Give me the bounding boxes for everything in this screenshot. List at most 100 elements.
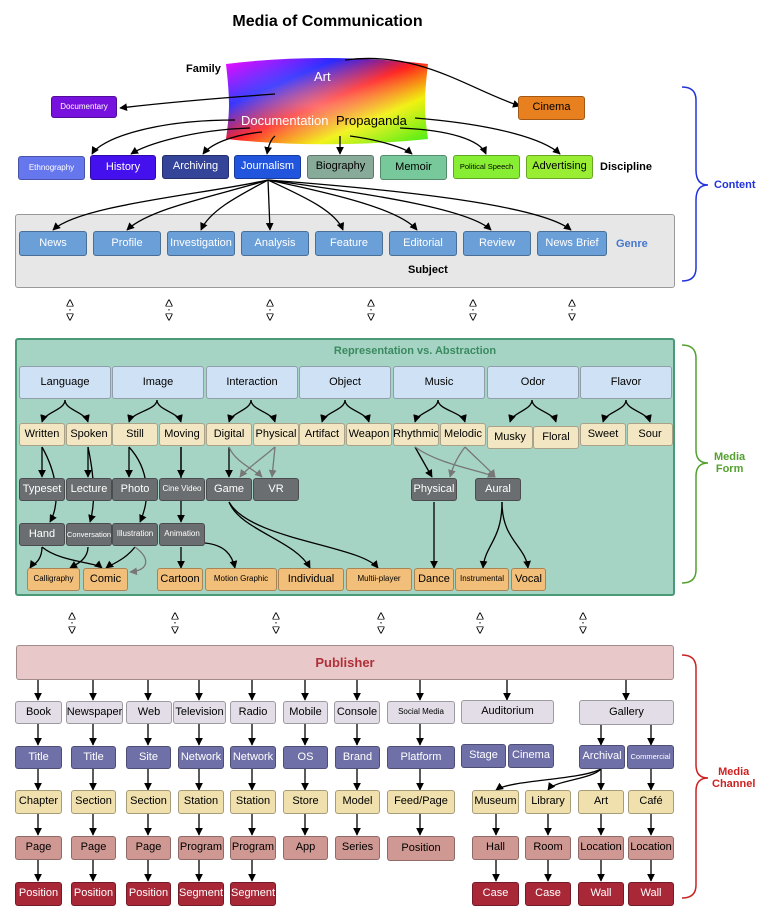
node-editorial: Editorial — [389, 231, 457, 256]
content-brace — [681, 86, 709, 282]
node-interaction: Interaction — [206, 366, 298, 399]
node-station-tv: Station — [178, 790, 224, 814]
node-still: Still — [112, 423, 158, 446]
node-biography: Biography — [307, 155, 374, 179]
node-sweet: Sweet — [580, 423, 626, 446]
family-label: Family — [186, 63, 221, 75]
node-position-social: Position — [387, 836, 455, 861]
node-television: Television — [173, 701, 226, 724]
family-art: Art — [314, 69, 331, 84]
node-lecture: Lecture — [66, 478, 112, 501]
node-news-brief: News Brief — [537, 231, 607, 256]
node-auditorium: Auditorium — [461, 700, 554, 724]
node-title-book: Title — [15, 746, 62, 769]
media-channel-label: Media Channel — [712, 766, 756, 790]
node-position-book: Position — [15, 882, 62, 906]
node-gallery: Gallery — [579, 700, 674, 725]
node-melodic: Melodic — [440, 423, 486, 446]
node-conversation: Conversation — [66, 523, 112, 546]
node-page-book: Page — [15, 836, 62, 860]
discipline-label: Discipline — [600, 161, 652, 173]
node-segment-tv: Segment — [178, 882, 224, 906]
node-political-speech: Political Speech — [453, 155, 520, 179]
node-site: Site — [126, 746, 171, 769]
node-brand: Brand — [335, 746, 380, 769]
node-odor: Odor — [487, 366, 579, 399]
node-library: Library — [525, 790, 571, 814]
content-label: Content — [714, 179, 756, 191]
node-news: News — [19, 231, 87, 256]
node-typeset: Typeset — [19, 478, 65, 501]
node-photo: Photo — [112, 478, 158, 501]
node-chapter: Chapter — [15, 790, 62, 814]
node-comic: Comic — [83, 568, 128, 591]
node-cartoon: Cartoon — [157, 568, 203, 591]
node-aural: Aural — [475, 478, 521, 501]
node-program-radio: Program — [230, 836, 276, 860]
node-feature: Feature — [315, 231, 383, 256]
node-journalism: Journalism — [234, 155, 301, 179]
family-propaganda: Propaganda — [336, 113, 407, 128]
node-weapon: Weapon — [346, 423, 392, 446]
node-memoir: Memoir — [380, 155, 447, 180]
node-os: OS — [283, 746, 328, 769]
node-multiplayer: Multii-player — [346, 568, 412, 591]
node-position-web: Position — [126, 882, 171, 906]
node-feed-page: Feed/Page — [387, 790, 455, 814]
node-store: Store — [283, 790, 328, 814]
node-archival: Archival — [579, 745, 625, 769]
node-illustration: Illustration — [112, 523, 158, 546]
family-documentation: Documentation — [241, 113, 329, 128]
channel-brace — [681, 654, 709, 899]
node-review: Review — [463, 231, 531, 256]
node-museum: Museum — [472, 790, 519, 814]
subject-label: Subject — [408, 264, 448, 276]
node-physical-music: Physical — [411, 478, 457, 501]
node-stage: Stage — [461, 744, 506, 768]
node-written: Written — [19, 423, 65, 446]
node-case-room: Case — [525, 882, 571, 906]
node-room: Room — [525, 836, 571, 860]
node-artifact: Artifact — [299, 423, 345, 446]
node-location-art: Location — [578, 836, 624, 860]
publisher-bar: Publisher — [16, 645, 674, 680]
node-app: App — [283, 836, 328, 860]
node-page-newspaper: Page — [71, 836, 116, 860]
node-image: Image — [112, 366, 204, 399]
node-program-tv: Program — [178, 836, 224, 860]
node-title-newspaper: Title — [71, 746, 116, 769]
node-model: Model — [335, 790, 380, 814]
node-physical-interaction: Physical — [253, 423, 299, 446]
node-position-newspaper: Position — [71, 882, 116, 906]
node-hall: Hall — [472, 836, 519, 860]
node-art-gallery: Art — [578, 790, 624, 814]
node-history: History — [90, 155, 156, 180]
node-instrumental: Instrumental — [455, 568, 509, 591]
page-title: Media of Communication — [232, 13, 423, 30]
node-vr: VR — [253, 478, 299, 501]
node-mobile: Mobile — [283, 701, 328, 724]
node-animation: Animation — [159, 523, 205, 546]
genre-label: Genre — [616, 238, 648, 250]
node-digital: Digital — [206, 423, 252, 446]
node-hand: Hand — [19, 523, 65, 546]
node-section-newspaper: Section — [71, 790, 116, 814]
node-calligraphy: Calligraphy — [27, 568, 80, 591]
representation-label: Representation vs. Abstraction — [333, 345, 497, 357]
node-web: Web — [126, 701, 172, 724]
node-station-radio: Station — [230, 790, 276, 814]
node-floral: Floral — [533, 426, 579, 449]
node-wall-art: Wall — [578, 882, 624, 906]
node-dance: Dance — [414, 568, 454, 591]
node-flavor: Flavor — [580, 366, 672, 399]
node-sour: Sour — [627, 423, 673, 446]
node-investigation: Investigation — [167, 231, 235, 256]
node-commercial: Commercial — [627, 745, 674, 769]
node-network-tv: Network — [178, 746, 224, 769]
node-social-media: Social Media — [387, 701, 455, 724]
node-network-radio: Network — [230, 746, 276, 769]
node-page-web: Page — [126, 836, 171, 860]
node-cinema-top: Cinema — [518, 96, 585, 120]
node-section-web: Section — [126, 790, 171, 814]
